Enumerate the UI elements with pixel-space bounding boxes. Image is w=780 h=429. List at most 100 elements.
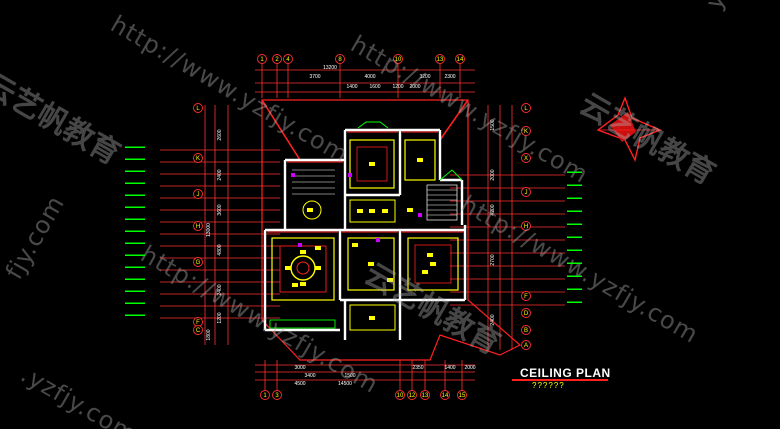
dimension-text-top: 3700 — [309, 74, 320, 80]
north-arrow-fill — [610, 112, 636, 142]
dimension-text-left: 2400 — [217, 284, 223, 295]
grid-bottom-3-circle — [272, 390, 282, 400]
annotation-label: ▬▬▬ — [567, 182, 582, 188]
dimension-text-right: 4200 — [490, 204, 496, 215]
grid-top-10-circle — [393, 54, 403, 64]
grid-bottom-1-circle — [260, 390, 270, 400]
ceiling-light-icon — [352, 243, 358, 247]
annotation-label: ▬▬▬ — [567, 260, 582, 266]
grid-right-F-circle — [521, 291, 531, 301]
roof-hip-line — [261, 99, 301, 161]
dimension-text-right: 2000 — [490, 169, 496, 180]
grid-bottom-15-label: 15 — [459, 393, 466, 399]
dimension-text-left: 2400 — [217, 169, 223, 180]
annotation-label: ▬▬▬ — [567, 247, 582, 253]
grid-bottom-12-label: 12 — [409, 393, 416, 399]
grid-right-B-label: B — [524, 328, 528, 334]
grid-left-H-circle — [193, 221, 203, 231]
ceiling-light-icon — [387, 278, 393, 282]
dimension-text-left: 2600 — [217, 129, 223, 140]
annotation-label: ▬▬▬▬ — [125, 312, 145, 318]
dimension-text-right: 1500 — [490, 119, 496, 130]
ceiling-light-icon — [430, 262, 436, 266]
grid-left-K-circle — [193, 153, 203, 163]
grid-left-H-label: H — [196, 224, 200, 230]
grid-right-J-circle — [521, 187, 531, 197]
fan-icon — [376, 238, 380, 242]
ceiling-light-icon — [315, 246, 321, 250]
grid-top-8-circle — [335, 54, 345, 64]
annotation-label: ▬▬▬▬ — [125, 288, 145, 294]
ceiling-light-icon — [300, 282, 306, 286]
ceiling-light-icon — [417, 158, 423, 162]
dimension-text-bottom: 2000 — [464, 365, 475, 371]
grid-right-J-label: J — [525, 190, 528, 196]
grid-top-14-circle — [455, 54, 465, 64]
bath-ceiling-panel — [404, 139, 436, 181]
grid-left-K-label: K — [196, 156, 200, 162]
stair-outline — [426, 184, 458, 221]
grid-bottom-10-circle — [395, 390, 405, 400]
annotation-label: ▬▬▬ — [567, 208, 582, 214]
grid-left-C-label: C — [196, 328, 201, 334]
ceiling-light-icon — [300, 250, 306, 254]
grid-top-4-label: 4 — [286, 57, 290, 63]
grid-top-1-circle — [257, 54, 267, 64]
grid-top-1-label: 1 — [260, 57, 264, 63]
grid-top-13-circle — [435, 54, 445, 64]
grid-top-14-label: 14 — [457, 57, 464, 63]
annotation-label: ▬▬▬▬ — [125, 156, 145, 162]
ceiling-light-icon — [357, 209, 363, 213]
ceiling-light-icon — [369, 162, 375, 166]
grid-bottom-13-circle — [420, 390, 430, 400]
annotation-label: ▬▬▬ — [567, 273, 582, 279]
annotation-label: ▬▬▬▬ — [125, 276, 145, 282]
ceiling-light-icon — [369, 209, 375, 213]
dimension-text-left: 3600 — [217, 204, 223, 215]
annotation-label: ▬▬▬ — [567, 234, 582, 240]
roof-outline — [261, 99, 522, 361]
drawing-title: CEILING PLAN — [520, 366, 611, 380]
ceiling-light-icon — [307, 208, 313, 212]
grid-top-13-label: 13 — [437, 57, 444, 63]
ceiling-light-icon — [382, 209, 388, 213]
stair-ceiling-circle — [302, 200, 322, 220]
dimension-text-bottom: 3000 — [294, 365, 305, 371]
grid-right-A-label: A — [524, 343, 528, 349]
grid-left-F-label: F — [196, 320, 200, 326]
grid-right-F-label: F — [524, 294, 528, 300]
annotation-label: ▬▬▬▬ — [125, 252, 145, 258]
grid-top-10-label: 10 — [395, 57, 402, 63]
grid-bottom-1-label: 1 — [263, 393, 267, 399]
dimension-text-top: 4000 — [364, 74, 375, 80]
dimension-text-top: 1200 — [392, 84, 403, 90]
grid-right-X-circle — [521, 153, 531, 163]
grid-right-H-label: H — [524, 224, 528, 230]
grid-left-J-label: J — [197, 192, 200, 198]
grid-right-D-circle — [521, 308, 531, 318]
grid-bottom-15-circle — [457, 390, 467, 400]
grid-bottom-3-label: 3 — [275, 393, 279, 399]
ceiling-light-icon — [422, 270, 428, 274]
grid-bottom-12-circle — [407, 390, 417, 400]
grid-left-G-circle — [193, 257, 203, 267]
dimension-text-left: 13000 — [206, 223, 212, 237]
annotation-label: ▬▬▬▬ — [125, 240, 145, 246]
grid-right-H-circle — [521, 221, 531, 231]
dimension-text-left: 4800 — [217, 244, 223, 255]
ceiling-light-icon — [285, 266, 291, 270]
grid-left-L-label: L — [196, 106, 200, 112]
grid-left-G-label: G — [196, 260, 201, 266]
grid-right-B-circle — [521, 325, 531, 335]
grid-left-J-circle — [193, 189, 203, 199]
dimension-text-bottom: 2350 — [412, 365, 423, 371]
dimension-text-bottom: 4500 — [294, 381, 305, 387]
grid-bottom-10-label: 10 — [397, 393, 404, 399]
master-ceiling-panel — [349, 139, 395, 189]
ceiling-light-icon — [292, 283, 298, 287]
window-frame — [269, 319, 336, 329]
living-room-ceiling-panel — [271, 237, 335, 301]
annotation-label: ▬▬▬ — [567, 299, 582, 305]
dimension-text-top: 2000 — [409, 84, 420, 90]
